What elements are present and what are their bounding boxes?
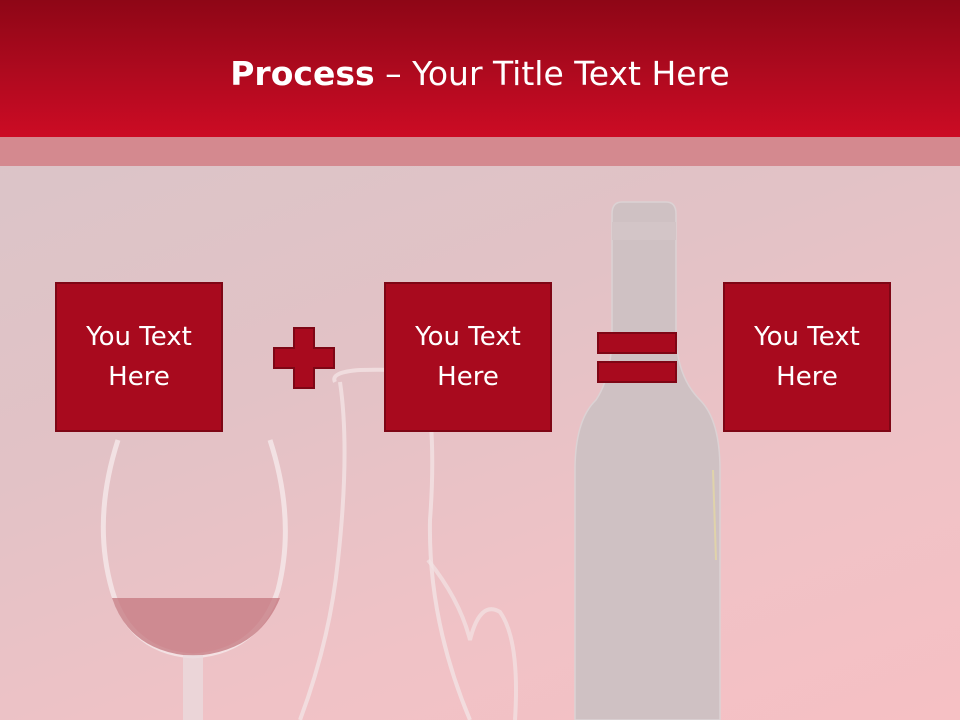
decanter-handle [426,558,518,720]
process-box-2-label: You Text Here [415,322,521,392]
process-box-2[interactable]: You Text Here [384,282,552,432]
process-box-3-label: You Text Here [754,322,860,392]
plus-icon [273,327,335,389]
bottle-neck-ring [612,222,676,240]
slide-title: Process – Your Title Text Here [0,52,960,96]
title-bold: Process [230,54,375,93]
wine-glass-stem [183,655,203,720]
title-bar [0,0,960,137]
process-box-1[interactable]: You Text Here [55,282,223,432]
wine-glass-wine [112,598,280,656]
title-stripe [0,137,960,166]
process-box-1-label: You Text Here [86,322,192,392]
wine-bottle [574,201,721,720]
title-rest: – Your Title Text Here [374,54,730,93]
process-box-3[interactable]: You Text Here [723,282,891,432]
equals-icon [597,332,677,383]
